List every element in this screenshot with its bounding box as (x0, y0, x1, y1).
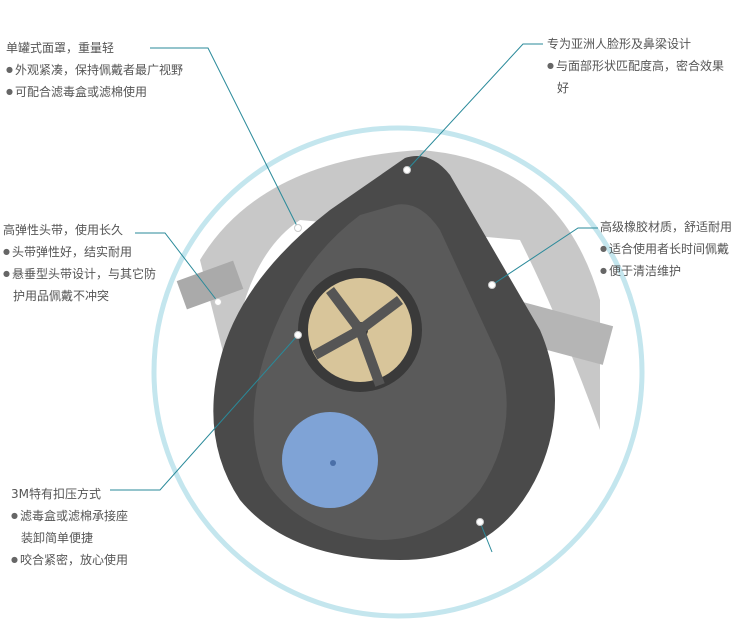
callout-bullet-cont: 好 (557, 81, 570, 95)
callout-bullet-cont: 装卸简单便捷 (21, 531, 94, 545)
callout-title: 高弹性头带，使用长久 (3, 223, 124, 237)
exhalation-valve (282, 412, 378, 508)
callout-mid-left: 高弹性头带，使用长久 头带弹性好，结实耐用 悬垂型头带设计，与其它防 护用品佩戴… (3, 219, 156, 307)
callout-bullet: 可配合滤毒盒或滤棉使用 (6, 81, 183, 103)
callout-bullet: 与面部形状匹配度高，密合效果 (547, 55, 724, 77)
callout-bullet-cont: 护用品佩戴不冲突 (13, 289, 110, 303)
callout-title: 专为亚洲人脸形及鼻梁设计 (547, 37, 692, 51)
callout-bullet: 悬垂型头带设计，与其它防 (3, 263, 156, 285)
callout-bottom-left: 3M特有扣压方式 滤毒盒或滤棉承接座 装卸简单便捷 咬合紧密，放心使用 (11, 483, 128, 571)
callout-bullet: 滤毒盒或滤棉承接座 (11, 505, 128, 527)
callout-title: 高级橡胶材质，舒适耐用 (600, 220, 733, 234)
callout-bullet: 外观紧凑，保持佩戴者最广视野 (6, 59, 183, 81)
leader-lines (110, 43, 598, 553)
callout-bullet: 适合使用者长时间佩戴 (600, 238, 732, 260)
highlight-ring (151, 125, 645, 619)
callout-title: 3M特有扣压方式 (11, 487, 101, 501)
callout-bullet: 头带弹性好，结实耐用 (3, 241, 156, 263)
callout-dots (214, 166, 496, 526)
callout-bullet: 便于清洁维护 (600, 260, 732, 282)
callout-top-left: 单罐式面罩，重量轻 外观紧凑，保持佩戴者最广视野 可配合滤毒盒或滤棉使用 (6, 37, 183, 103)
callout-top-right: 专为亚洲人脸形及鼻梁设计 与面部形状匹配度高，密合效果 好 (547, 33, 724, 99)
callout-mid-right: 高级橡胶材质，舒适耐用 适合使用者长时间佩戴 便于清洁维护 (600, 216, 732, 282)
filter-spokes (312, 287, 403, 387)
callout-title: 单罐式面罩，重量轻 (6, 41, 115, 55)
callout-bullet: 咬合紧密，放心使用 (11, 549, 128, 571)
